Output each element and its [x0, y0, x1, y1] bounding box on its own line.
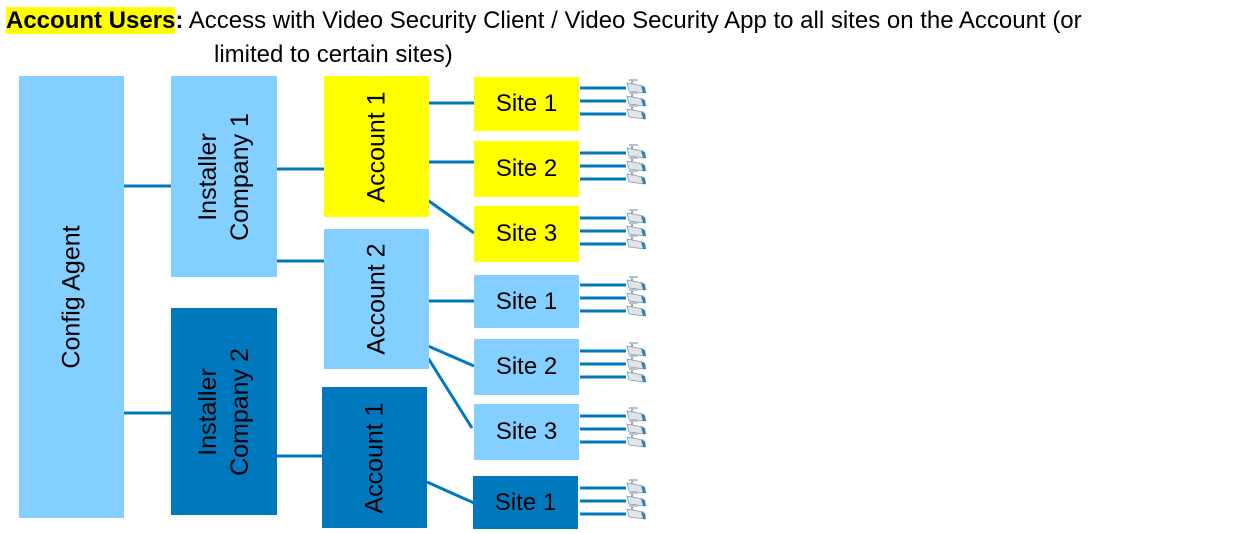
config-agent-box: Config Agent — [19, 76, 124, 518]
security-camera-icon — [626, 433, 648, 449]
header-colon: : — [175, 7, 184, 34]
installer-label-line2: Company 1 — [226, 112, 255, 241]
connector-account3-site1 — [426, 480, 475, 505]
site-label: Site 3 — [495, 220, 558, 247]
installer-label-line2: Company 2 — [226, 347, 255, 476]
config-agent-label: Config Agent — [57, 225, 86, 369]
site-label: Site 3 — [495, 418, 558, 445]
security-camera-icon — [626, 144, 648, 160]
security-camera-icon — [626, 276, 648, 292]
account-2-box: Account 2 — [324, 229, 429, 369]
site-label: Site 1 — [495, 90, 558, 117]
site-box: Site 2 — [474, 141, 579, 197]
security-camera-icon — [626, 407, 648, 423]
security-camera-icon — [626, 289, 648, 305]
header-highlight: Account Users — [6, 7, 176, 34]
installer-company-2-label: Installer Company 2 — [192, 348, 256, 476]
header-line-2: limited to certain sites) — [214, 41, 453, 68]
header-line-1: Account Users: Access with Video Securit… — [6, 4, 1082, 38]
security-camera-icon — [626, 505, 648, 521]
connector-account2-site2 — [427, 344, 475, 368]
site-label: Site 1 — [494, 488, 557, 516]
security-camera-icon — [626, 209, 648, 225]
security-camera-icon — [626, 479, 648, 495]
site-box: Site 3 — [474, 404, 579, 460]
installer-company-1-label: Installer Company 1 — [192, 113, 256, 241]
connector-account1-site3 — [425, 197, 475, 235]
site-label: Site 2 — [495, 155, 558, 182]
installer-company-1-box: Installer Company 1 — [171, 76, 277, 277]
installer-company-2-box: Installer Company 2 — [171, 308, 277, 515]
security-camera-icon — [626, 368, 648, 384]
security-camera-icon — [626, 92, 648, 108]
security-camera-icon — [626, 235, 648, 251]
account-1-box: Account 1 — [324, 76, 429, 217]
account-label: Account 2 — [362, 243, 391, 355]
site-box: Site 1 — [474, 275, 579, 328]
security-camera-icon — [626, 105, 648, 121]
header-text: Access with Video Security Client / Vide… — [183, 7, 1082, 34]
site-box: Site 2 — [474, 339, 579, 395]
security-camera-icon — [626, 302, 648, 318]
account-label: Account 1 — [362, 90, 391, 203]
site-box: Site 1 — [474, 77, 579, 131]
security-camera-icon — [626, 170, 648, 186]
security-camera-icon — [626, 157, 648, 173]
account-label: Account 1 — [360, 401, 389, 514]
security-camera-icon — [626, 222, 648, 238]
connector-account2-site3 — [426, 357, 474, 429]
installer-label-line1: Installer — [194, 132, 223, 221]
site-label: Site 1 — [495, 287, 558, 315]
site-box: Site 1 — [473, 476, 578, 529]
security-camera-icon — [626, 492, 648, 508]
security-camera-icon — [626, 79, 648, 95]
security-camera-icon — [626, 355, 648, 371]
site-box: Site 3 — [474, 206, 579, 262]
site-label: Site 2 — [495, 353, 558, 380]
account-3-box: Account 1 — [322, 387, 427, 528]
security-camera-icon — [626, 420, 648, 436]
security-camera-icon — [626, 342, 648, 358]
installer-label-line1: Installer — [194, 367, 223, 456]
